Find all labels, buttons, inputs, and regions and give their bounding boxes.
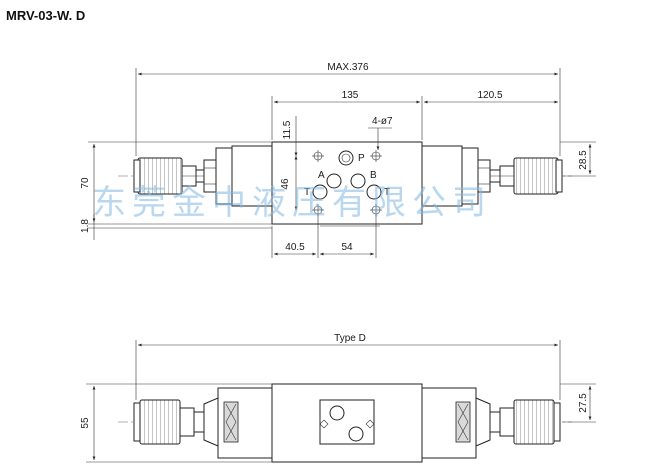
port-a-label: A <box>318 170 325 181</box>
bottom-mid-label: 54 <box>341 242 353 253</box>
offset-bottom-label: 1.8 <box>80 219 91 233</box>
side-left-cartridge <box>203 387 273 459</box>
left-cartridge <box>203 145 273 207</box>
port-t-right-label: T <box>384 187 390 198</box>
port-b-label: B <box>370 170 377 181</box>
dim-hole-spec: 4-ø7 <box>368 116 393 150</box>
height-total-label: 70 <box>80 177 91 189</box>
top-view: P A B T T MAX.376 <box>80 62 596 258</box>
dim-bottom: 40.5 54 <box>271 214 380 258</box>
body-width-label: 135 <box>342 90 359 101</box>
hole-spec-label: 4-ø7 <box>372 116 393 127</box>
port-p-label: P <box>358 153 365 164</box>
max-length-label: MAX.376 <box>327 62 369 73</box>
side-right-cartridge <box>421 387 491 459</box>
dim-height-port: 46 <box>280 156 298 210</box>
side-left-knob <box>133 399 205 445</box>
port-t-left-label: T <box>304 187 310 198</box>
dim-body-width: 135 120.5 <box>271 90 558 140</box>
side-right-height-label: 27.5 <box>578 393 589 413</box>
type-d-label: Type D <box>334 333 366 344</box>
knob-length-label: 120.5 <box>477 90 502 101</box>
side-right-knob <box>489 399 561 445</box>
offset-top-label: 11.5 <box>282 120 293 139</box>
dim-right-height: 28.5 <box>560 141 596 177</box>
bottom-left-label: 40.5 <box>285 242 305 253</box>
dim-height-total: 70 1.8 <box>80 141 272 240</box>
side-height-label: 55 <box>80 417 91 429</box>
side-valve-body <box>271 383 423 463</box>
height-port-label: 46 <box>280 178 291 190</box>
dim-type-d: Type D <box>135 333 561 400</box>
left-adjust-knob <box>133 157 207 195</box>
dim-offset-top: 11.5 <box>282 116 298 156</box>
dim-max-length: MAX.376 <box>135 62 561 156</box>
right-adjust-knob <box>489 157 563 195</box>
drawing-title: MRV-03-W. D <box>6 8 85 23</box>
dim-side-height: 55 <box>80 383 272 463</box>
dim-side-right-height: 27.5 <box>560 383 596 423</box>
right-cartridge <box>421 145 491 207</box>
side-view: Type D 55 27.5 <box>80 333 596 463</box>
watermark-text: 东莞金中液压有限公司 <box>92 183 492 223</box>
right-height-label: 28.5 <box>578 150 589 170</box>
